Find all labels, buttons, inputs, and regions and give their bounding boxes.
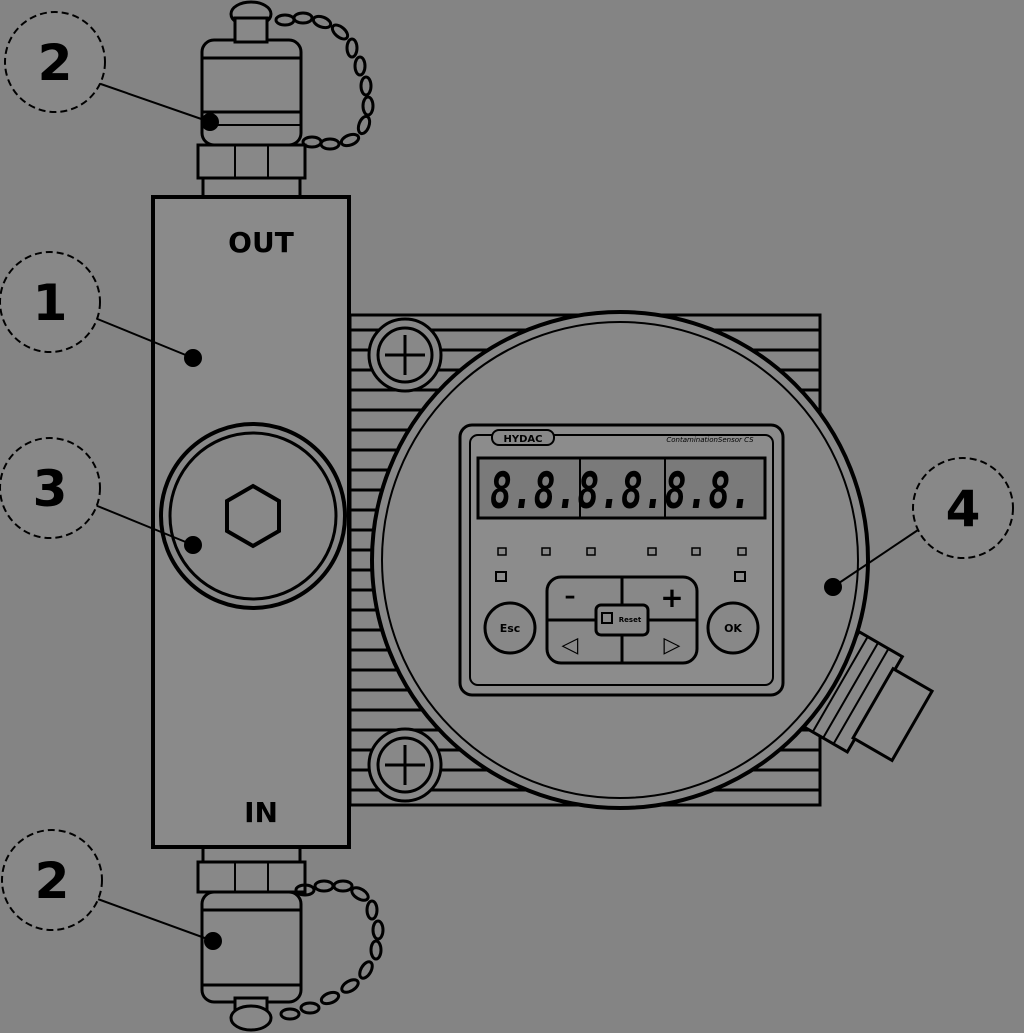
center-button-label: Reset <box>619 616 642 624</box>
callout-3-number: 3 <box>33 460 68 518</box>
mounting-screw-top <box>367 317 443 393</box>
out-port-label: OUT <box>228 226 294 259</box>
status-leds <box>497 547 747 556</box>
callout-2-number: 1 <box>33 274 68 332</box>
plus-button-label: + <box>660 581 683 614</box>
top-port-fitting <box>196 0 307 202</box>
plus-button[interactable]: + <box>660 581 683 614</box>
model-label: ContaminationSensor CS <box>666 436 754 444</box>
ok-button-label: OK <box>724 622 742 635</box>
callout-2: 1 <box>0 251 101 353</box>
sealing-plug <box>159 422 347 610</box>
right-button[interactable]: ▷ <box>664 633 681 658</box>
esc-button[interactable]: Esc <box>483 601 537 655</box>
bottom-dust-cap-chain <box>279 879 385 1021</box>
callout-5-number: 2 <box>35 852 70 910</box>
right-arrow-icon: ▷ <box>664 633 681 658</box>
ok-button[interactable]: OK <box>706 601 760 655</box>
left-arrow-icon: ◁ <box>562 633 579 658</box>
minus-button[interactable]: – <box>565 584 576 609</box>
esc-button-label: Esc <box>500 622 521 635</box>
callout-1-number: 2 <box>38 34 73 92</box>
mounting-screw-bottom <box>367 727 443 803</box>
top-dust-cap-chain <box>274 11 375 151</box>
callout-5: 2 <box>1 829 103 931</box>
callout-4-number: 4 <box>946 480 981 538</box>
lcd-readout: 8.8.8.8.8.8. <box>490 462 752 520</box>
callout-1: 2 <box>4 11 106 113</box>
callout-3: 3 <box>0 437 101 539</box>
left-button[interactable]: ◁ <box>562 633 579 658</box>
in-port-label: IN <box>244 796 278 829</box>
display-panel: HYDAC ContaminationSensor CS 8.8.8.8.8.8… <box>458 423 785 697</box>
center-button[interactable]: Reset <box>594 603 650 637</box>
led-legend-icons <box>495 571 746 582</box>
minus-button-label: – <box>565 584 576 609</box>
brand-logo: HYDAC <box>504 434 543 445</box>
callout-4: 4 <box>912 457 1014 559</box>
leader-lines <box>94 81 919 950</box>
